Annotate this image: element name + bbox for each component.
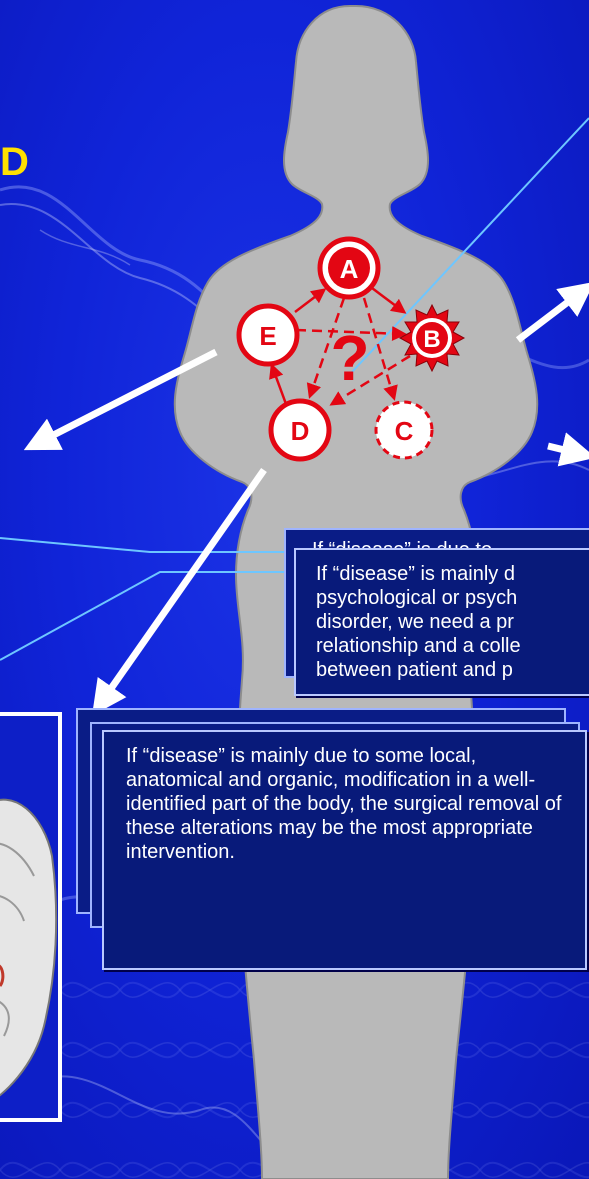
question-mark: ?	[330, 322, 369, 394]
node-a: A	[320, 239, 378, 297]
surgical-box: If “disease” is mainly due to some local…	[102, 730, 587, 970]
psych-line-3: disorder, we need a pr	[316, 610, 589, 634]
psych-box: If “disease” is mainly d psychological o…	[294, 548, 589, 696]
node-c: C	[376, 402, 432, 458]
surgical-text: If “disease” is mainly due to some local…	[126, 744, 569, 864]
psych-line-2: psychological or psych	[316, 586, 589, 610]
psych-line-5: between patient and p	[316, 658, 589, 682]
psych-line-1: If “disease” is mainly d	[316, 562, 589, 586]
node-c-label: C	[395, 416, 414, 446]
psych-line-4: relationship and a colle	[316, 634, 589, 658]
node-d-label: D	[291, 416, 310, 446]
arrow-to-right-lower	[548, 446, 589, 456]
node-e-label: E	[259, 321, 276, 351]
anatomy-inset-image	[0, 716, 62, 1122]
anatomy-inset-frame	[0, 712, 62, 1122]
node-e: E	[239, 306, 297, 364]
node-a-label: A	[340, 254, 359, 284]
arrow-to-right-upper	[518, 286, 589, 340]
node-d: D	[271, 401, 329, 459]
node-b-label: B	[423, 326, 440, 353]
title-fragment: D	[0, 140, 28, 185]
